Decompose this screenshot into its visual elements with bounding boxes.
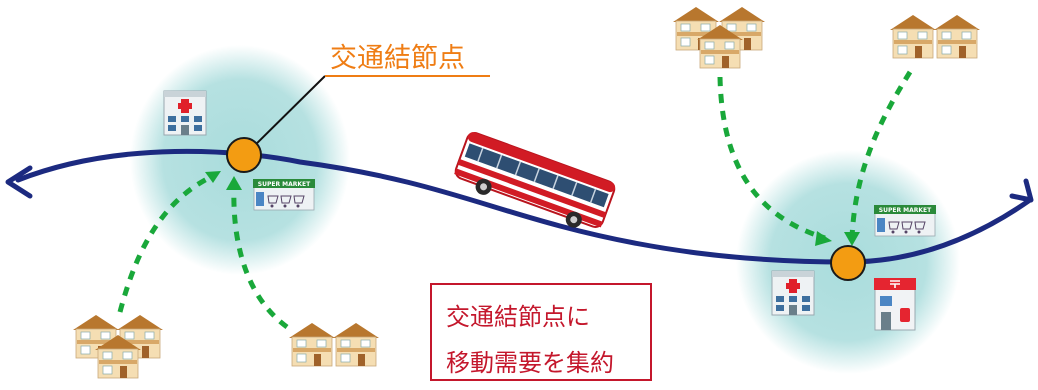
flow-arrowhead (815, 231, 832, 246)
supermarket-sign: SUPER MARKET (879, 207, 932, 214)
house-cluster-icon (889, 14, 981, 59)
summary-line-2: 移動需要を集約 (446, 349, 614, 377)
hospital-icon (163, 90, 207, 136)
flow-arrowhead (226, 176, 242, 190)
route-arrowhead-left (5, 165, 33, 199)
bus-icon (454, 132, 616, 228)
supermarket-icon: SUPER MARKET (873, 204, 937, 237)
route-arrowhead-right (1009, 178, 1034, 203)
hospital-icon (771, 270, 815, 316)
flow-arrow-center-houses-to-hub (231, 185, 289, 330)
transit-route-line (15, 148, 1033, 265)
summary-callout: 交通結節点に 移動需要を集約 (430, 283, 652, 381)
hub-label: 交通結節点 (330, 43, 465, 74)
transit-hub-node-right (830, 245, 866, 281)
flow-arrow-left-houses-to-hub (117, 172, 217, 313)
post-office-icon (874, 278, 916, 331)
hub-label-leader-line (245, 75, 326, 155)
house-cluster-icon (72, 314, 164, 379)
summary-line-1: 交通結節点に (446, 303, 590, 331)
flow-arrowhead (205, 171, 221, 183)
transit-hub-node-left (226, 137, 262, 173)
house-cluster-icon (288, 322, 380, 367)
house-cluster-icon (672, 6, 766, 69)
flow-arrowhead (844, 232, 860, 246)
flow-arrow-right-houses-to-hub (849, 70, 913, 239)
supermarket-icon: SUPER MARKET (252, 178, 316, 211)
supermarket-sign: SUPER MARKET (258, 181, 311, 188)
